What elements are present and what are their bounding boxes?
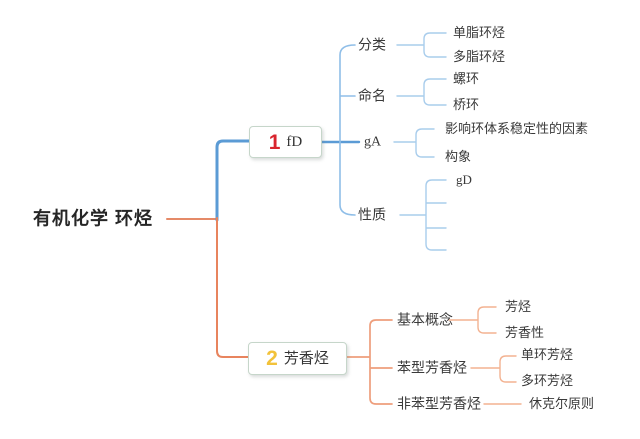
connector-properties-children — [399, 179, 447, 251]
root-topic[interactable]: 有机化学 环烃 — [33, 208, 154, 229]
connector-branch1-elbow — [215, 139, 252, 222]
main-topic-1[interactable]: 1 fD — [249, 126, 322, 158]
leaf-gd[interactable]: gD — [456, 172, 472, 188]
subtopic-naming[interactable]: 命名 — [358, 87, 386, 104]
leaf-ring-stability-factors[interactable]: 影响环体系稳定性的因素 — [445, 121, 589, 137]
leaf-monocyclic-arenes[interactable]: 单环芳烃 — [521, 347, 574, 363]
connector-branch1-bracket — [339, 44, 356, 216]
leaf-polycyclic-arenes[interactable]: 多环芳烃 — [521, 373, 574, 389]
connector-ga-children — [393, 128, 435, 158]
connector-classification-children — [396, 32, 447, 58]
main-topic-1-label: fD — [286, 133, 303, 150]
subtopic-basic-concepts[interactable]: 基本概念 — [397, 311, 453, 328]
leaf-arenes[interactable]: 芳烃 — [505, 299, 532, 315]
connector-benzenoid-children — [470, 355, 517, 383]
leaf-huckel-rule[interactable]: 休克尔原则 — [529, 396, 595, 412]
connector-basic-concepts-children — [448, 306, 497, 334]
leaf-spiro-ring[interactable]: 螺环 — [453, 71, 480, 87]
connector-branch2-elbow — [216, 217, 250, 358]
main-topic-2-label: 芳香烃 — [283, 350, 329, 367]
subtopic-ga[interactable]: gA — [364, 134, 382, 150]
leaf-conformation[interactable]: 构象 — [445, 149, 472, 165]
leaf-bridged-ring[interactable]: 桥环 — [453, 97, 480, 113]
subtopic-properties[interactable]: 性质 — [358, 206, 386, 223]
subtopic-nonbenzenoid-aromatics[interactable]: 非苯型芳香烃 — [397, 395, 481, 412]
connector-branch2-bracket — [344, 319, 393, 405]
subtopic-benzenoid-aromatics[interactable]: 苯型芳香烃 — [397, 359, 467, 376]
main-topic-2-number: 2 — [266, 347, 278, 370]
leaf-mono-alicyclic[interactable]: 单脂环烃 — [453, 25, 506, 41]
main-topic-2[interactable]: 2 芳香烃 — [248, 342, 347, 375]
connector-naming-children — [396, 78, 447, 106]
leaf-aromaticity[interactable]: 芳香性 — [505, 325, 545, 341]
main-topic-1-number: 1 — [268, 130, 281, 154]
leaf-poly-alicyclic[interactable]: 多脂环烃 — [453, 49, 506, 65]
subtopic-classification[interactable]: 分类 — [358, 36, 386, 53]
